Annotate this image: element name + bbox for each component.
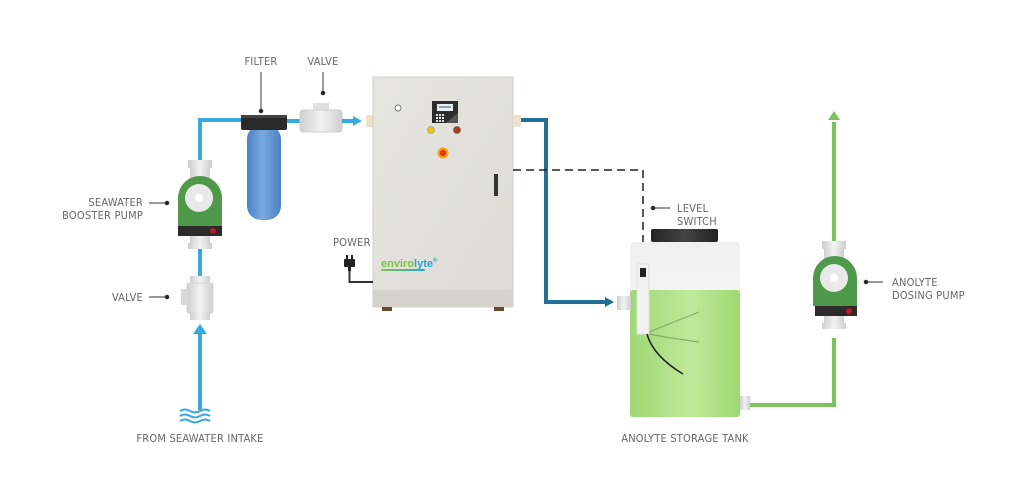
power-cord bbox=[348, 271, 373, 283]
anolyte-storage-tank bbox=[617, 229, 750, 417]
label-filter: FILTER bbox=[244, 55, 278, 68]
control-display bbox=[432, 101, 458, 123]
intake-arrow-icon bbox=[193, 324, 207, 334]
indicator-light-white bbox=[394, 104, 402, 112]
anolyte-dosing-pump bbox=[813, 241, 857, 329]
label-level-switch: LEVEL SWITCH bbox=[677, 202, 717, 228]
envirolyte-logo: envirolyte® bbox=[381, 258, 438, 271]
seawater-pipe-upper bbox=[198, 118, 243, 160]
label-seawater-booster-pump: SEAWATER BOOSTER PUMP bbox=[62, 196, 143, 222]
power-plug-icon bbox=[344, 255, 355, 271]
indicator-light-yellow bbox=[427, 126, 435, 134]
indicator-light-red bbox=[453, 126, 461, 134]
label-anolyte-storage-tank: ANOLYTE STORAGE TANK bbox=[621, 432, 749, 445]
label-seawater-intake: FROM SEAWATER INTAKE bbox=[136, 432, 264, 445]
output-arrow-icon bbox=[828, 111, 840, 120]
cabinet-handle bbox=[494, 174, 498, 196]
flow-arrow-icon bbox=[605, 297, 614, 307]
anolyte-dosing-pipe bbox=[750, 338, 836, 407]
top-valve bbox=[299, 103, 343, 133]
level-switch bbox=[636, 263, 700, 375]
anolyte-output-pipe bbox=[521, 118, 606, 304]
label-valve-bottom: VALVE bbox=[111, 291, 143, 304]
label-valve-top: VALVE bbox=[307, 55, 339, 68]
seawater-intake-waves-icon bbox=[179, 408, 211, 424]
label-power: POWER bbox=[333, 236, 371, 249]
envirolyte-cabinet bbox=[372, 76, 514, 311]
flow-arrow-icon bbox=[353, 116, 362, 126]
bottom-valve bbox=[181, 276, 214, 320]
seawater-booster-pump bbox=[178, 160, 222, 249]
leader-lines bbox=[149, 72, 883, 300]
filter bbox=[241, 115, 287, 220]
label-anolyte-dosing-pump: ANOLYTE DOSING PUMP bbox=[892, 276, 965, 302]
level-switch-signal-line bbox=[513, 169, 644, 270]
